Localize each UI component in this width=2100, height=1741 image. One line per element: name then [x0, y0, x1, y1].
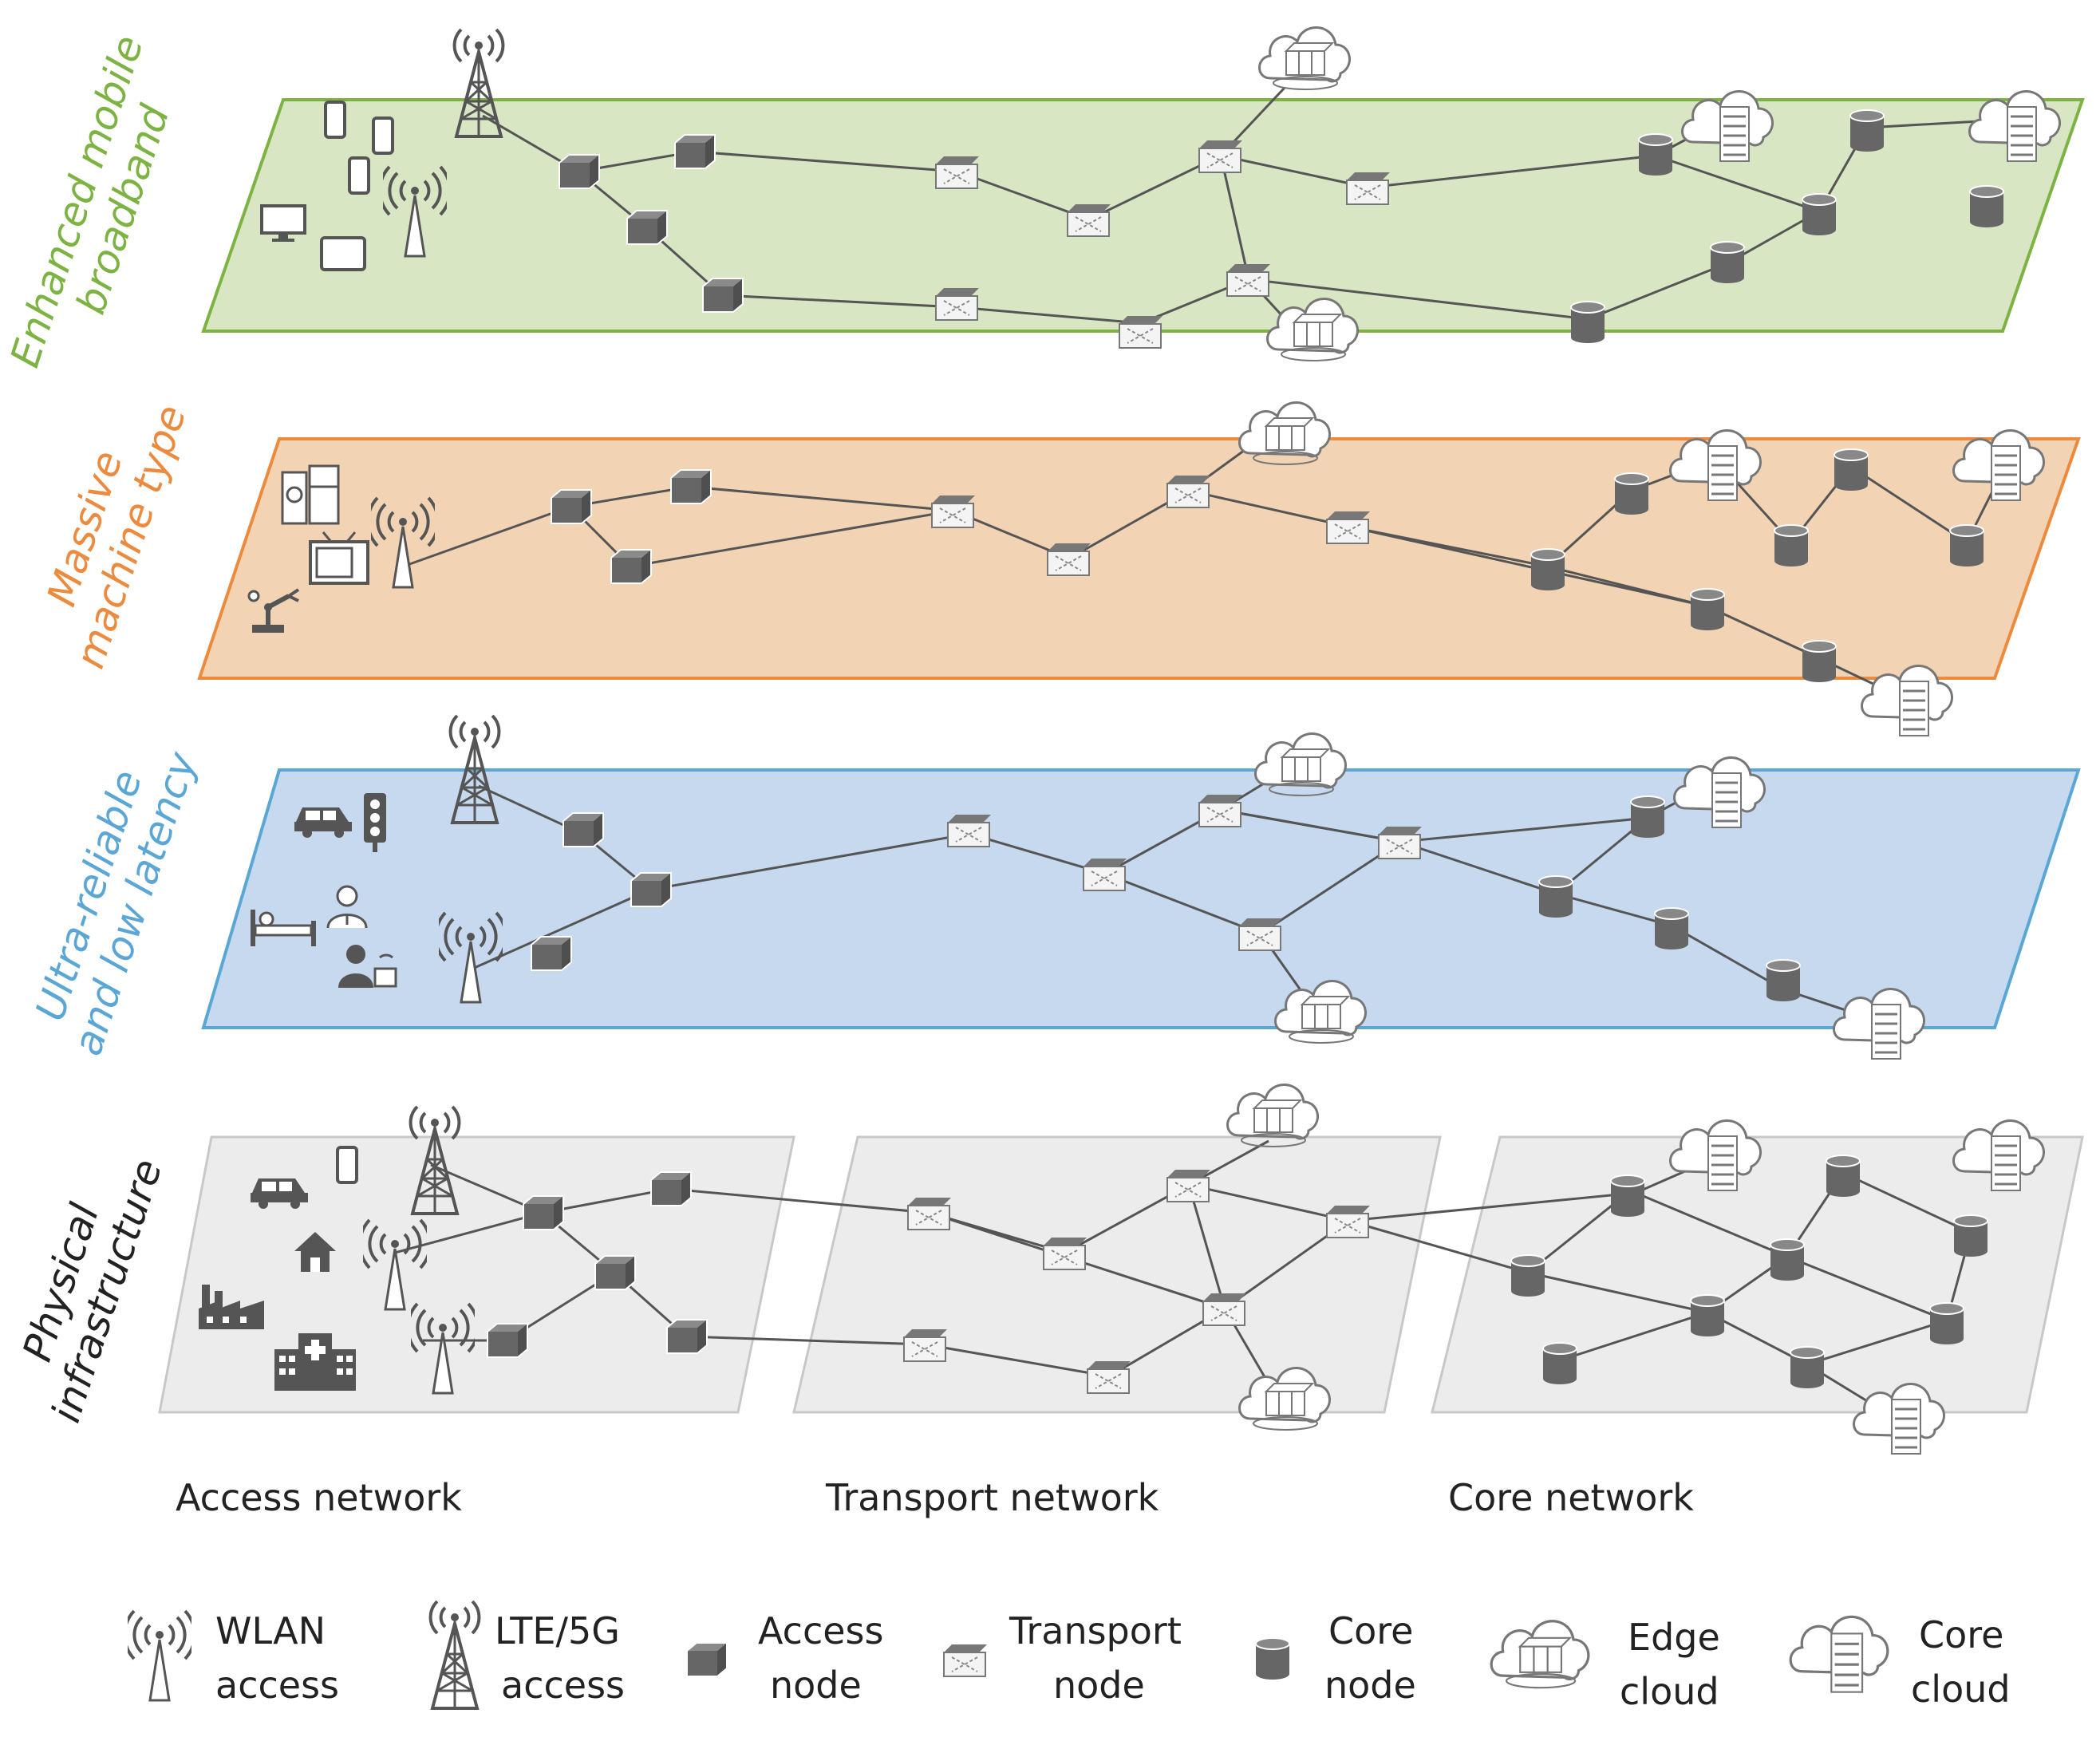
- urllc-plane: [201, 768, 2081, 1029]
- segment-access-label: Access network: [176, 1476, 462, 1519]
- layer-mmtc: Massive machine type: [22, 385, 2081, 737]
- mmtc-plane: [197, 437, 2081, 680]
- layer-urllc: Ultra-reliable and low latency: [20, 716, 2081, 1061]
- edge-cloud-icon: [1490, 1620, 1590, 1689]
- physical-access-plane: [158, 1135, 795, 1414]
- segment-core-label: Core network: [1448, 1476, 1694, 1519]
- core-node-icon: [1255, 1637, 1290, 1680]
- access-node-icon: [686, 1642, 728, 1677]
- embb-plane: [201, 98, 2085, 333]
- layer-embb: Enhanced mobile broadband: [2, 18, 2085, 387]
- physical-core-plane: [1431, 1135, 2084, 1414]
- core-cloud-icon: [1789, 1615, 1889, 1694]
- transport-node-icon: [943, 1644, 988, 1677]
- wlan-icon: [124, 1611, 195, 1700]
- physical-label: Physical infrastructure: [0, 1139, 171, 1427]
- lte-tower-icon: [431, 1601, 480, 1708]
- urllc-label: Ultra-reliable and low latency: [20, 732, 206, 1061]
- segment-transport-label: Transport network: [825, 1476, 1159, 1519]
- layer-physical: Physical infrastructure: [0, 1083, 2084, 1455]
- embb-label: Enhanced mobile broadband: [2, 18, 200, 387]
- mmtc-label: Massive machine type: [22, 385, 195, 674]
